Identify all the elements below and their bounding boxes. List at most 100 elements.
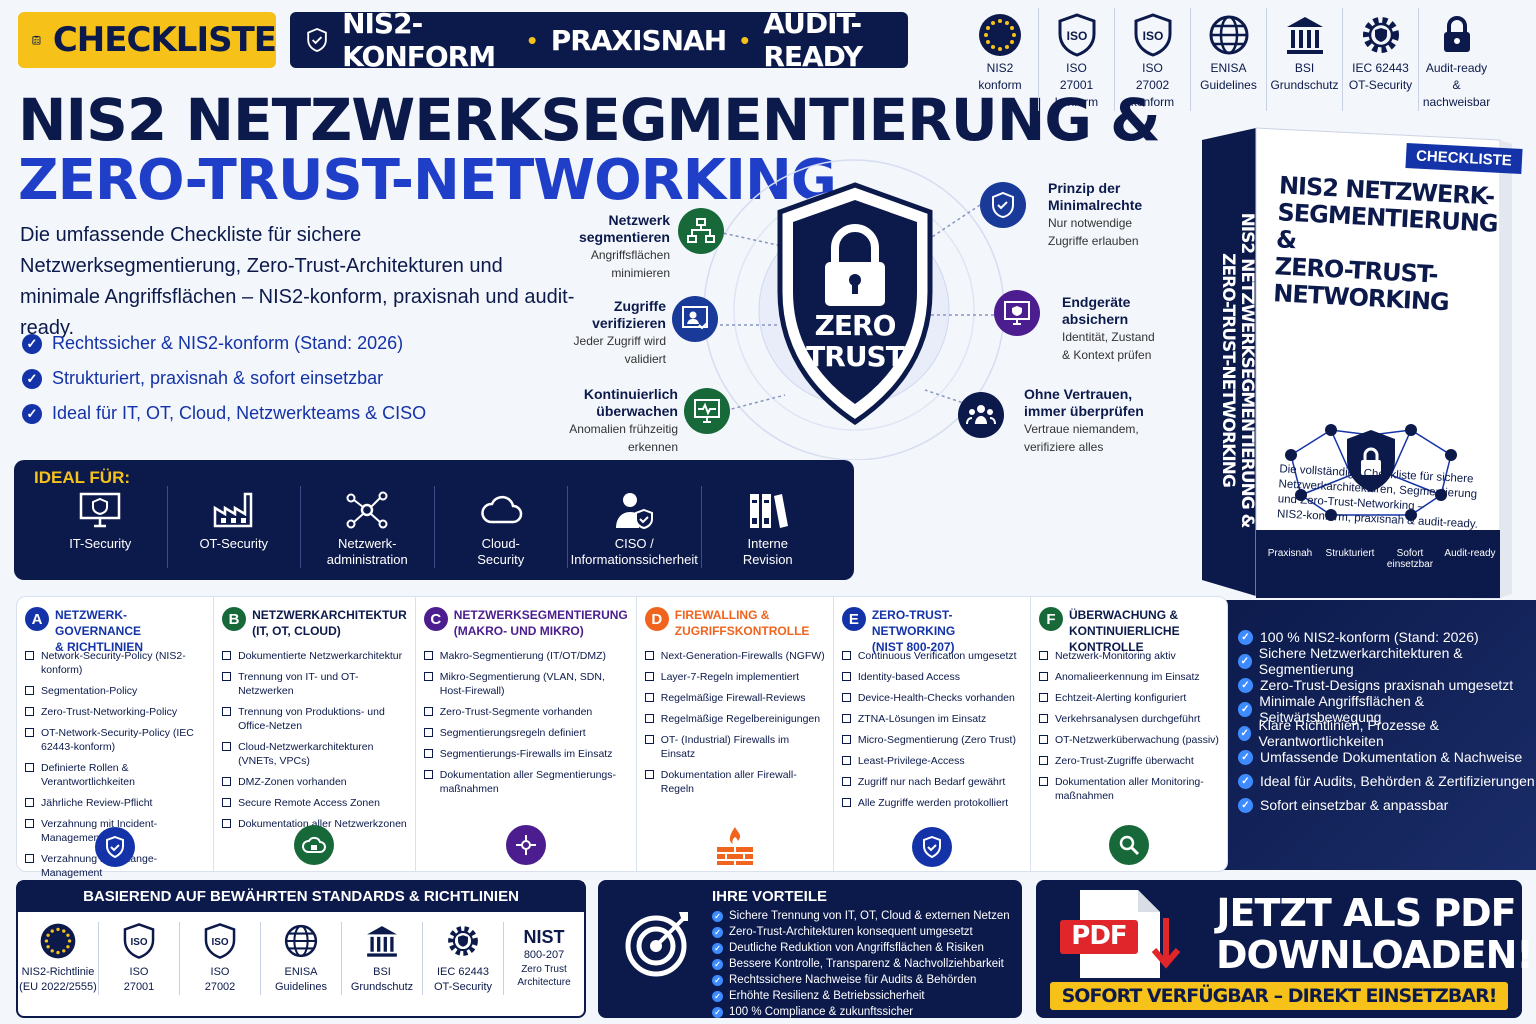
checklist-item[interactable]: Segmentation-Policy [25,684,205,698]
checkbox[interactable] [841,777,851,786]
checklist-item[interactable]: Zero-Trust-Networking-Policy [25,705,205,719]
checkbox[interactable] [644,651,654,660]
gear-shield-icon [1362,17,1399,53]
checkbox[interactable] [423,749,433,758]
checklist-item[interactable]: Least-Privilege-Access [841,754,1022,768]
check-icon: ✓ [22,403,42,424]
checkbox[interactable] [222,672,232,681]
checklist-item[interactable]: OT- (Industrial) Firewalls im Einsatz [644,733,825,761]
checkbox[interactable] [222,819,232,828]
checklist-item[interactable]: Dokumentation aller Monitoring-maßnahmen [1038,775,1219,803]
checkbox[interactable] [222,777,232,786]
checkbox[interactable] [841,756,851,765]
checkbox[interactable] [1038,693,1048,702]
checkbox[interactable] [644,672,654,681]
checklist-item[interactable]: Cloud-Netzwerkarchitekturen (VNETs, VPCs… [222,740,407,768]
checkbox[interactable] [25,854,34,863]
checklist-item[interactable]: Trennung von Produktions- und Office-Net… [222,705,407,733]
checklist-item[interactable]: Regelmäßige Regelbereinigungen [644,712,825,726]
checkbox[interactable] [423,770,433,779]
checkbox[interactable] [25,763,34,772]
checkbox[interactable] [1038,777,1048,786]
checklist-item[interactable]: Segmentierungs-Firewalls im Einsatz [423,747,628,761]
checklist-item[interactable]: DMZ-Zonen vorhanden [222,775,407,789]
checklist-item[interactable]: Zero-Trust-Zugriffe überwacht [1038,754,1219,768]
checkbox[interactable] [222,651,232,660]
ideal-label: IDEAL FÜR: [34,468,131,487]
checkbox[interactable] [841,651,851,660]
checklist-item[interactable]: Dokumentation aller Segmentierungs-maßna… [423,768,628,796]
checkbox[interactable] [841,693,851,702]
checkbox[interactable] [423,728,433,737]
checkbox[interactable] [25,686,34,695]
checkbox[interactable] [25,819,34,828]
checkbox[interactable] [1038,672,1048,681]
checkbox[interactable] [222,798,232,807]
checklist-item[interactable]: Network-Security-Policy (NIS2-konform) [25,649,205,677]
checkbox[interactable] [423,672,433,681]
badge-audit-ready: AUDIT-READY [763,7,863,73]
checklist-item[interactable]: Trennung von IT- und OT-Netzwerken [222,670,407,698]
checkbox[interactable] [25,798,34,807]
checklist-item[interactable]: Alle Zugriffe werden protokolliert [841,796,1022,810]
checkbox[interactable] [644,735,654,744]
checklist-item[interactable]: Regelmäßige Firewall-Reviews [644,691,825,705]
checkbox[interactable] [423,651,433,660]
checkbox[interactable] [644,693,654,702]
checklist-item[interactable]: Netzwerk-Monitoring aktiv [1038,649,1219,663]
page-title-line1: NIS2 NETZWERKSEGMENTIERUNG & [18,86,1161,154]
checkbox[interactable] [222,742,232,751]
checkbox[interactable] [25,651,34,660]
checklist-item[interactable]: Zugriff nur nach Bedarf gewährt [841,775,1022,789]
checklist-item[interactable]: Secure Remote Access Zonen [222,796,407,810]
checklist-item[interactable]: Definierte Rollen & Verantwortlichkeiten [25,761,205,789]
checklist-item[interactable]: Zero-Trust-Segmente vorhanden [423,705,628,719]
badge-praxisnah: PRAXISNAH [550,23,727,57]
checklist-item[interactable]: Verkehrsanalysen durchgeführt [1038,712,1219,726]
checkbox[interactable] [1038,714,1048,723]
checkbox[interactable] [423,707,433,716]
checkbox[interactable] [1038,735,1048,744]
checkbox[interactable] [644,714,654,723]
checklist-item[interactable]: Echtzeit-Alerting konfiguriert [1038,691,1219,705]
checkbox[interactable] [841,798,851,807]
checklist-item[interactable]: Jährliche Review-Pflicht [25,796,205,810]
checklist-item[interactable]: Next-Generation-Firewalls (NGFW) [644,649,825,663]
checkbox[interactable] [1038,651,1048,660]
checklist-item[interactable]: Verzahnung mit Incident-Management [25,817,205,845]
checkbox[interactable] [25,707,34,716]
benefits-background [1200,600,1536,870]
checklist-item[interactable]: Mikro-Segmentierung (VLAN, SDN, Host-Fir… [423,670,628,698]
checklist-item[interactable]: Micro-Segmentierung (Zero Trust) [841,733,1022,747]
checklist-item[interactable]: Identity-based Access [841,670,1022,684]
checkbox[interactable] [644,770,654,779]
checklist-item[interactable]: OT-Network-Security-Policy (IEC 62443-ko… [25,726,205,754]
checklist-item[interactable]: Dokumentierte Netzwerkarchitektur [222,649,407,663]
checklist-item[interactable]: Anomalieerkennung im Einsatz [1038,670,1219,684]
benefits-list: ✓100 % NIS2-konform (Stand: 2026) ✓Siche… [1238,625,1536,817]
checklist-item[interactable]: Makro-Segmentierung (IT/OT/DMZ) [423,649,628,663]
checklist-item[interactable]: ZTNA-Lösungen im Einsatz [841,712,1022,726]
checkbox[interactable] [841,735,851,744]
intro-text: Die umfassende Checkliste für sichere Ne… [20,224,575,339]
advantage-item: ✓100 % Compliance & zukunftssicher [712,1004,1010,1020]
checklist-item[interactable]: Dokumentation aller Firewall-Regeln [644,768,825,796]
checklist-item[interactable]: Dokumentation aller Netzwerkzonen [222,817,407,831]
checklist-item[interactable]: Device-Health-Checks vorhanden [841,691,1022,705]
checklist-item[interactable]: Continuous Verification umgesetzt [841,649,1022,663]
checklist-item[interactable]: OT-Netzwerküberwachung (passiv) [1038,733,1219,747]
checkbox[interactable] [1038,756,1048,765]
checkbox[interactable] [25,728,34,737]
intro-check-item: ✓Strukturiert, praxisnah & sofort einset… [22,361,426,396]
checkbox[interactable] [841,714,851,723]
checkbox[interactable] [222,707,232,716]
checkbox[interactable] [841,672,851,681]
checklist-item[interactable]: Segmentierungsregeln definiert [423,726,628,740]
checklist-item[interactable]: Layer-7-Regeln implementiert [644,670,825,684]
download-button[interactable]: SOFORT VERFÜGBAR – DIREKT EINSETZBAR! [1050,982,1508,1010]
iso-shield-icon: ISO [1134,13,1171,57]
